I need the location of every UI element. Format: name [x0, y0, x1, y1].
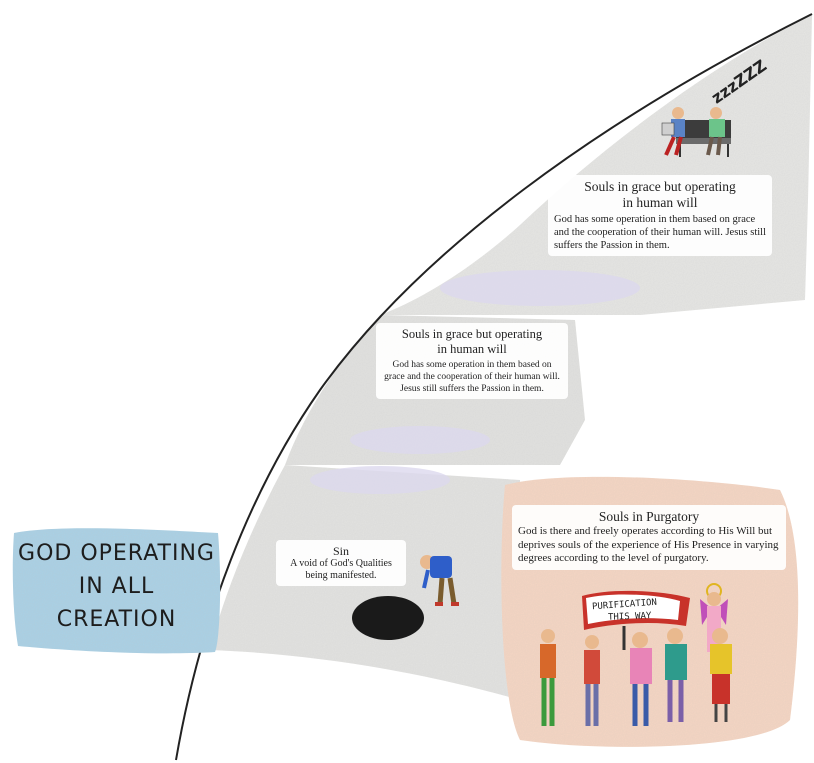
top-panel-body: God has some operation in them based on … — [554, 214, 766, 251]
banner-line-3: CREATION — [56, 607, 177, 632]
purification-sign-text: PURIFICATION THIS WAY — [584, 588, 684, 628]
god-operating-banner: GOD OPERATING IN ALL CREATION — [14, 527, 219, 653]
middle-panel-title-1: Souls in grace but operating — [401, 327, 543, 341]
sin-title: Sin — [332, 544, 349, 558]
top-panel-card: Souls in grace but operating in human wi… — [548, 175, 772, 256]
top-panel-region — [380, 15, 812, 315]
middle-panel-card: Souls in grace but operating in human wi… — [376, 323, 568, 399]
sin-hole — [352, 596, 424, 640]
sign-line-1: PURIFICATION — [591, 597, 658, 613]
purification-sign — [582, 590, 690, 650]
bench-figures — [661, 107, 731, 157]
banner-patch — [12, 528, 221, 654]
peering-figure — [420, 555, 459, 606]
sin-body: A void of God's Qualities being manifest… — [290, 558, 392, 581]
purgatory-title: Souls in Purgatory — [598, 509, 700, 524]
banner-line-1: GOD OPERATING — [18, 541, 215, 566]
middle-panel-body: God has some operation in them based on … — [384, 360, 560, 394]
middle-panel-title-2: in human will — [437, 342, 507, 356]
purgatory-souls — [540, 628, 732, 726]
sin-card: Sin A void of God's Qualities being mani… — [276, 540, 406, 586]
sign-line-2: THIS WAY — [607, 611, 652, 623]
top-panel-title-1: Souls in grace but operating — [584, 179, 736, 194]
purgatory-card: Souls in Purgatory God is there and free… — [512, 505, 786, 570]
purgatory-body: God is there and freely operates accordi… — [518, 525, 779, 564]
top-panel-title-2: in human will — [622, 195, 698, 210]
banner-line-2: IN ALL — [78, 574, 155, 599]
